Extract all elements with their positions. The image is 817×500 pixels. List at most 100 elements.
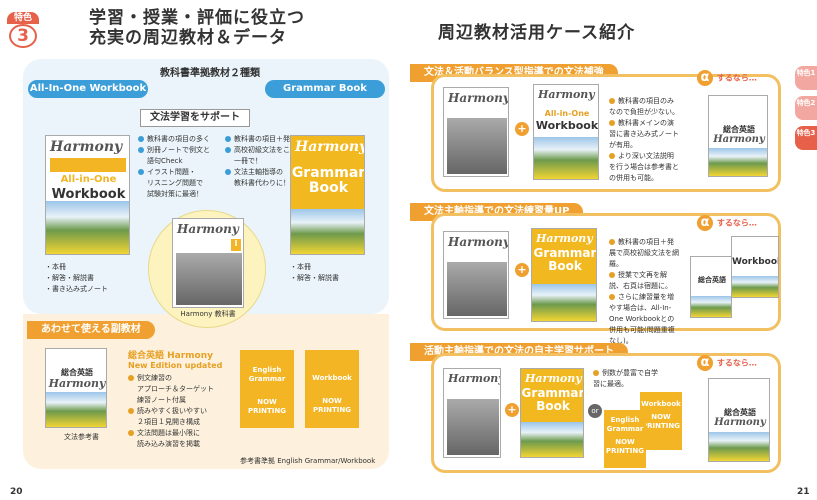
workbook-list: ・本冊 ・解答・解説書 ・書き込み式ノート [45,262,108,295]
plus-icon: + [515,263,529,277]
case3-photo [447,399,499,455]
sub-book-header2: Harmony [48,377,106,390]
sub-name: 総合英語 Harmony New Edition updated [128,348,222,370]
feature-badge: 特色 3 [7,10,39,50]
bullet: 文法問題は最小限に [137,429,200,437]
case2-alpha-a: 総合英語 [698,276,726,284]
pill-workbook: All-In-One Workbook [28,80,148,98]
case3-grammar: Harmony Grammar Book [520,368,584,458]
case3-alpha-landscape [709,432,769,461]
page-number-right: 21 [797,487,810,497]
case3-textbook-header: Harmony [448,372,501,385]
case1-textbook-header: Harmony [448,91,509,105]
np1-title: English Grammar [248,366,286,383]
case3-np-b: Workbook [641,400,681,408]
sub-book-landscape [46,391,106,427]
bullet: 別冊ノートで例文と [147,146,210,154]
side-tab-3[interactable]: 特色3 [795,126,817,150]
bullet: 例文練習の [137,374,172,382]
case3-alpha-a: 総合英語 [724,408,756,417]
case2-textbook-header: Harmony [448,235,509,249]
case3-np-a-status: NOW PRINTING [606,438,644,455]
case1-book2-a: All-in-One [544,109,590,118]
np-english-grammar: English Grammar NOW PRINTING [240,350,294,428]
sub-bullets: 例文練習の アプローチ＆ターゲット 練習ノート付属 読みやすく扱いやすい ２項目… [128,373,228,450]
bullet: より深い文法説明を行う場合は参考書との併用も可能。 [609,152,679,182]
case1-bullets: 教科書の項目のみなので負担が少ない。 教科書メインの演習に書き込み式ノートが有用… [609,96,679,184]
bullet: さらに練習量を増やす場合は、All-In-One Workbookとの併用も可能… [609,293,675,345]
bullet: 一冊で！ [234,157,262,165]
case1-landscape [534,136,598,179]
case2-book2-a: Grammar [533,246,597,260]
bullet: 語句Check [147,157,183,165]
case3-landscape [521,421,583,457]
sub-book-header: 総合英語 [61,368,93,377]
workbook-cover: Harmony All-in-One Workbook [45,135,130,255]
case1-photo [447,118,507,174]
case3-np-workbook: Workbook NOW PRINTING [640,392,682,450]
textbook-photo [176,253,242,305]
bullet: 読み込み演習を掲載 [137,440,200,448]
bullet: イラスト問題・ [147,168,196,176]
case1-alpha-book: 総合英語 Harmony [708,95,768,177]
alpha-tag-2: α するなら… [697,215,757,231]
case3-book2-a: Grammar [521,386,584,400]
case1-alpha-a: 総合英語 [723,125,755,134]
workbook-title1: All-in-One [60,174,117,185]
case2-alpha-book-a: 総合英語 [690,256,732,318]
alpha-tag-3: α するなら… [697,355,757,371]
case2-landscape [532,284,596,321]
case2-alpha-book-b: Workbook [731,236,779,298]
np-workbook: Workbook NOW PRINTING [305,350,359,428]
list-item: ・本冊 [45,263,66,271]
case2-textbook: Harmony [443,231,509,319]
textbook-caption: Harmony 教科書 [180,310,236,318]
case2-grammar: Harmony Grammar Book [531,228,597,322]
workbook-landscape [46,200,129,254]
textbook-cover: Harmony I [172,218,244,308]
badge-number: 3 [9,24,37,48]
alpha-tag-1: α するなら… [697,70,757,86]
side-tab-2[interactable]: 特色2 [795,96,817,120]
case3-np-grammar: English Grammar NOW PRINTING [604,410,646,468]
grammar-bullets: 教科書の項目＋発展 高校初級文法をこれ 一冊で！ 文法主軸指導の 教科書代わりに… [225,134,305,189]
workbook-bullets: 教科書の項目の多く 別冊ノートで例文と 語句Check イラスト問題・ リスニン… [138,134,218,200]
list-item: ・解答・解説書 [45,274,94,282]
case1-alpha-b: Harmony [713,134,765,145]
bullet: 練習ノート付属 [137,396,186,404]
side-tab-1[interactable]: 特色1 [795,66,817,90]
case3-bullets: 例数が豊富で自学習に最適。 [593,368,659,390]
case2-alpha-b: Workbook [732,257,779,267]
bullet: 読みやすく扱いやすい [137,407,207,415]
sub-name2: New Edition updated [128,361,223,370]
bullet: アプローチ＆ターゲット [137,385,214,393]
list-item: ・解答・解説書 [290,274,339,282]
list-item: ・書き込み式ノート [45,285,108,293]
case3-grammar-title: Grammar Book [521,386,584,413]
sub-section-title: あわせて使える副教材 [27,321,155,339]
grammar-landscape [291,209,364,254]
bullet: ２項目１見開き構成 [137,418,200,426]
bullet: 教科書の項目＋発展 [234,135,297,143]
np2-status: NOW PRINTING [313,397,351,414]
badge-label: 特色 [7,12,39,24]
alpha-text: するなら… [716,73,757,83]
sub-name1: 総合英語 Harmony [128,351,214,361]
plus-icon: + [515,122,529,136]
grammar-title1: Grammar [291,165,365,181]
case3-textbook: Harmony [443,368,501,458]
bullet: 例数が豊富で自学習に最適。 [593,369,658,388]
case2-alpha-b-landscape [732,276,778,297]
or-badge: or [588,404,602,418]
bullet: リスニング問題で [147,179,203,187]
bullet: 教科書の項目のみなので負担が少ない。 [609,97,679,116]
bullet: 教科書の項目＋発展で高校初級文法を網羅。 [609,238,679,268]
workbook-title2: Workbook [51,187,126,202]
right-title: 周辺教材活用ケース紹介 [438,23,636,43]
textbook-header: Harmony [177,222,239,236]
case3-alpha-b: Harmony [714,417,766,428]
grammar-title2: Book [308,180,349,196]
support-label: 文法学習をサポート [140,109,250,127]
section-title: 教科書準拠教材２種類 [160,68,260,79]
case1-book2-b: Workbook [535,119,599,132]
